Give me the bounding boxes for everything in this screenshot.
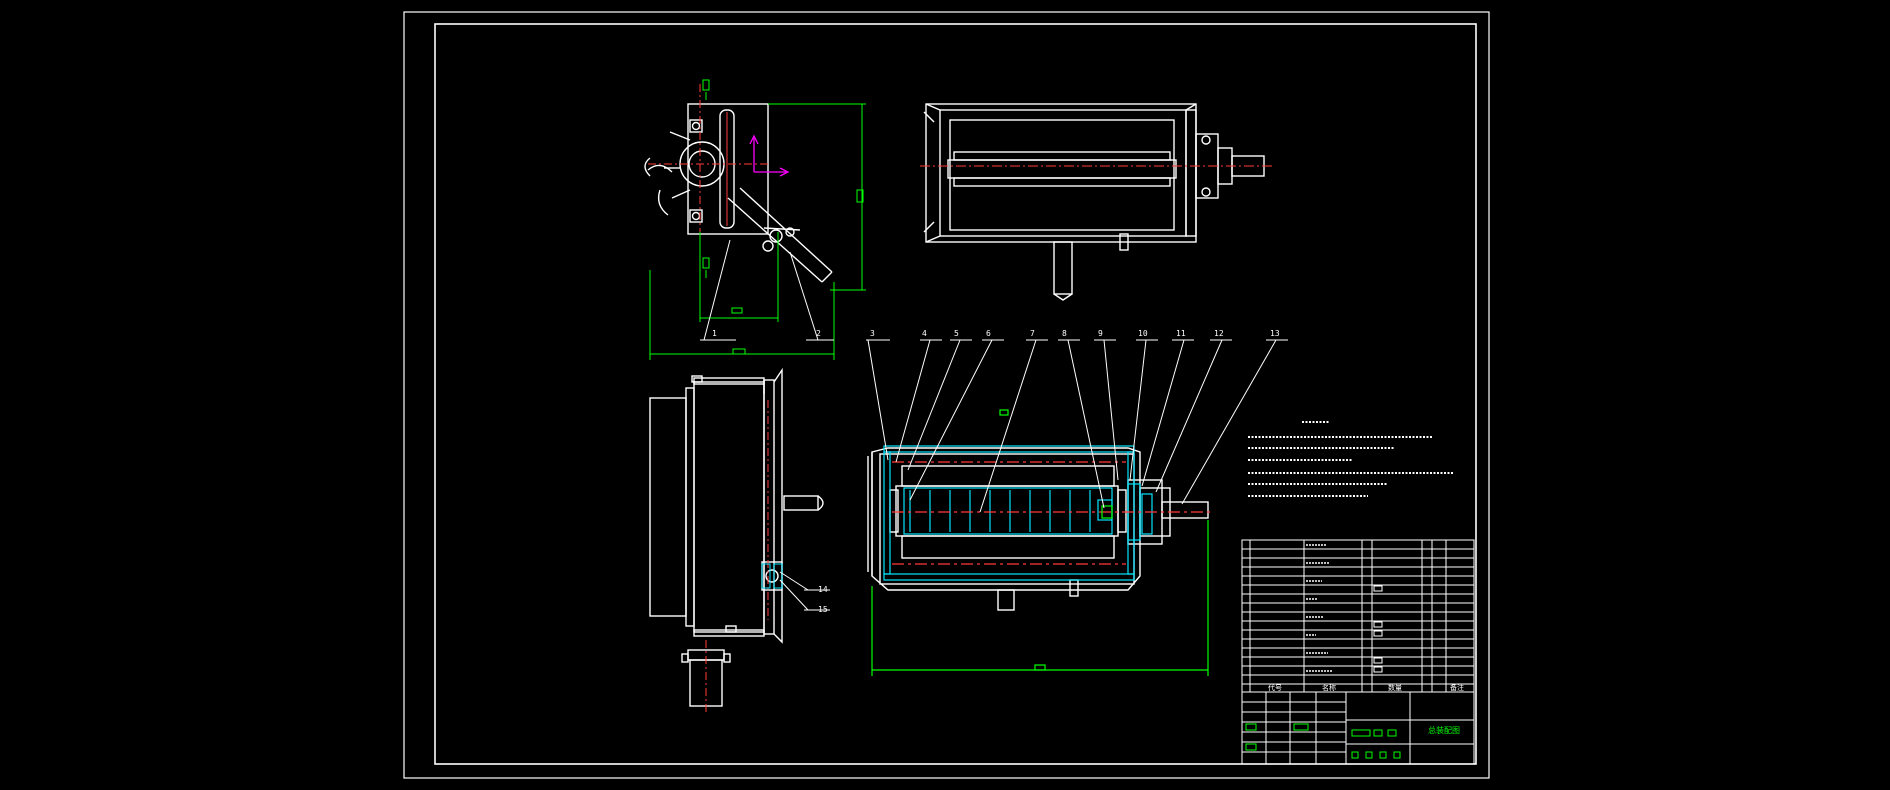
section-view-green-parts [871,409,1209,676]
balloon-2: 2 [816,329,821,338]
balloon-leaders [700,239,1288,611]
balloon-5: 5 [954,329,959,338]
balloon-13: 13 [1270,329,1280,338]
balloon-4: 4 [922,329,927,338]
balloon-10: 10 [1138,329,1148,338]
title-block [1241,691,1475,765]
front-view-hatch [761,563,783,589]
balloon-12: 12 [1214,329,1224,338]
bom-table [1241,539,1475,693]
balloon-9: 9 [1098,329,1103,338]
balloon-15: 15 [818,605,828,614]
balloon-3: 3 [870,329,875,338]
sheet-inner-border [434,23,1477,765]
title-block-fields [1245,723,1401,759]
bom-placeholder-text [1306,544,1332,672]
balloon-8: 8 [1062,329,1067,338]
bom-header-name: 名称 [1322,683,1336,692]
balloon-11: 11 [1176,329,1186,338]
side-view-axis-marker [749,134,790,177]
section-view-centerlines [892,461,1214,565]
bom-header-remark: 备注 [1450,683,1464,692]
side-view-dimensions [649,79,866,360]
balloon-1: 1 [712,329,717,338]
balloon-numbers: 1 2 3 4 5 6 7 8 9 10 11 12 13 14 15 [712,329,1280,614]
drawing-name: 总装配图 [1428,725,1460,735]
bom-header-code: 代号 [1268,683,1282,692]
balloon-6: 6 [986,329,991,338]
side-view [644,84,833,283]
balloon-14: 14 [818,585,828,594]
sheet-outer-border [403,11,1490,779]
technical-requirements [1248,421,1454,497]
section-view-outline [867,447,1209,611]
bom-header-qty: 数量 [1388,683,1402,692]
balloon-7: 7 [1030,329,1035,338]
bom-header: 代号 名称 数量 备注 [1268,683,1464,692]
front-view [649,367,824,712]
top-view [920,103,1272,301]
